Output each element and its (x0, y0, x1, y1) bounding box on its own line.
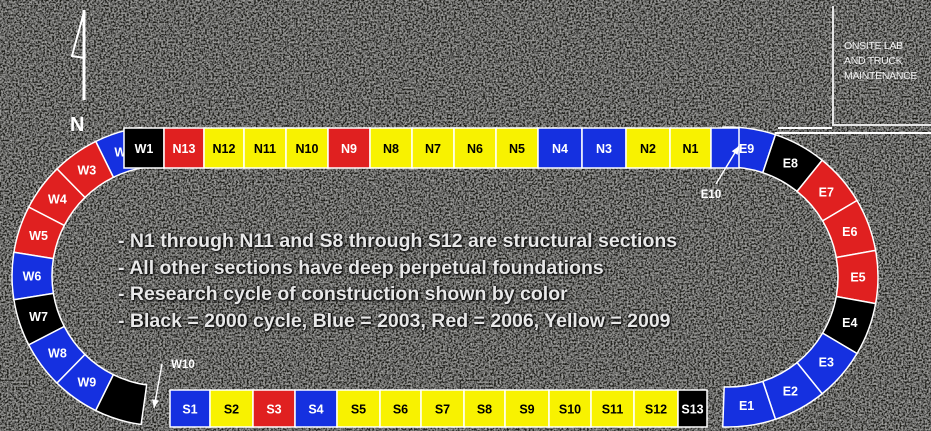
east-label-e9: E9 (739, 142, 754, 156)
north-section-n4: N4 (537, 127, 583, 169)
south-section-s12: S12 (633, 389, 679, 428)
west-section-blank-8 (94, 373, 148, 426)
north-section-n13: N13 (163, 127, 205, 169)
south-section-s5: S5 (336, 389, 381, 428)
north-label-n9: N9 (341, 142, 357, 156)
east-label-e2: E2 (783, 385, 798, 399)
north-label-n2: N2 (640, 142, 656, 156)
south-section-s4: S4 (294, 389, 338, 428)
north-label-n5: N5 (509, 142, 525, 156)
north-section-n12: N12 (203, 127, 245, 169)
north-section-blank-14 (710, 127, 740, 169)
south-section-s6: S6 (379, 389, 422, 428)
e10-callout: E10 (701, 145, 740, 201)
north-arrow-icon (70, 10, 86, 100)
south-label-s3: S3 (266, 403, 281, 417)
lab-access-road (775, 127, 931, 134)
north-label-n8: N8 (383, 142, 399, 156)
note-color-legend: - Black = 2000 cycle, Blue = 2003, Red =… (118, 309, 671, 332)
north-label-n12: N12 (213, 142, 236, 156)
east-section-e1: E1 (721, 380, 777, 428)
north-section-n7: N7 (411, 127, 455, 169)
south-label-s10: S10 (559, 403, 581, 417)
south-section-s1: S1 (169, 389, 211, 428)
north-label-n6: N6 (467, 142, 483, 156)
north-label-n11: N11 (254, 142, 276, 156)
west-label-w6: W6 (23, 270, 42, 284)
north-label-n3: N3 (596, 142, 612, 156)
south-label-s9: S9 (519, 403, 534, 417)
south-section-s11: S11 (590, 389, 635, 428)
north-label-n7: N7 (425, 142, 441, 156)
north-section-n10: N10 (285, 127, 329, 169)
south-label-s4: S4 (308, 403, 323, 417)
north-section-n11: N11 (243, 127, 287, 169)
west-label-w5: W5 (29, 229, 48, 243)
east-label-e6: E6 (842, 225, 857, 239)
curve-sections: W2W3W4W5W6W7W8W9E9E8E7E6E5E4E3E2E1 (11, 126, 879, 428)
south-label-s7: S7 (435, 403, 450, 417)
w10-callout-label: W10 (171, 359, 195, 371)
onsite-lab-box: ONSITE LAB AND TRUCK MAINTENANCE (832, 6, 931, 126)
south-label-s2: S2 (224, 403, 239, 417)
south-label-s1: S1 (182, 403, 197, 417)
south-section-s10: S10 (548, 389, 592, 428)
west-label-w8: W8 (48, 347, 67, 361)
north-section-n9: N9 (327, 127, 371, 169)
e10-callout-label: E10 (701, 189, 721, 201)
west-label-w3: W3 (77, 163, 96, 177)
north-section-n6: N6 (453, 127, 497, 169)
north-section-n3: N3 (581, 127, 627, 169)
west-label-w7: W7 (29, 310, 48, 324)
south-section-s7: S7 (420, 389, 465, 428)
note-perpetual: - All other sections have deep perpetual… (118, 256, 604, 279)
north-section-n2: N2 (625, 127, 671, 169)
note-structural: - N1 through N11 and S8 through S12 are … (118, 230, 678, 252)
east-label-e1: E1 (739, 399, 754, 413)
south-label-s11: S11 (602, 403, 624, 417)
west-label-w9: W9 (77, 376, 96, 390)
north-section-n1: N1 (669, 127, 712, 169)
south-label-s5: S5 (351, 403, 366, 417)
south-label-s6: S6 (393, 403, 408, 417)
west-label-w4: W4 (48, 192, 67, 206)
notes-list: - N1 through N11 and S8 through S12 are … (118, 228, 677, 334)
east-label-e4: E4 (842, 316, 857, 330)
south-section-s9: S9 (504, 389, 550, 428)
north-label-n4: N4 (552, 142, 568, 156)
onsite-lab-label: ONSITE LAB AND TRUCK MAINTENANCE (844, 40, 918, 82)
north-section-w1: W1 (123, 127, 165, 169)
north-section-n8: N8 (369, 127, 413, 169)
east-label-e5: E5 (850, 271, 865, 285)
note-research-cycle: - Research cycle of construction shown b… (118, 283, 568, 305)
east-label-e7: E7 (819, 185, 834, 199)
north-label: N (70, 114, 85, 136)
south-section-s2: S2 (209, 389, 254, 428)
north-label-n10: N10 (296, 142, 319, 156)
east-section-e5: E5 (835, 249, 879, 305)
north-label-n13: N13 (173, 142, 196, 156)
south-label-s8: S8 (477, 403, 492, 417)
north-label-w1: W1 (135, 142, 154, 156)
north-label-n1: N1 (683, 142, 699, 156)
west-section-w5: W5 (13, 206, 66, 260)
east-label-e3: E3 (819, 356, 834, 370)
south-section-s13: S13 (677, 389, 708, 428)
south-section-s3: S3 (252, 389, 296, 428)
south-label-s13: S13 (681, 403, 703, 417)
west-section-w6: W6 (11, 251, 55, 301)
w10-callout: W10 (152, 359, 195, 409)
north-section-n5: N5 (495, 127, 539, 169)
east-label-e8: E8 (783, 156, 798, 170)
south-section-s8: S8 (463, 389, 506, 428)
south-label-s12: S12 (645, 403, 667, 417)
